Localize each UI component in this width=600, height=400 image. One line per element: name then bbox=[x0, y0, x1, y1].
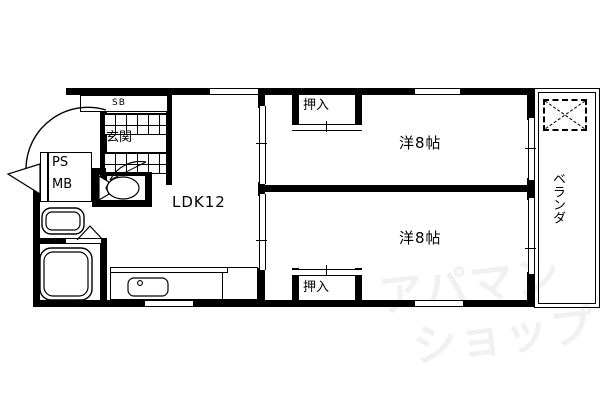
closet-upper-sliding-door[interactable] bbox=[292, 124, 362, 131]
exterior-wall-left-lower bbox=[33, 178, 40, 307]
window-top-left bbox=[210, 89, 258, 94]
washing-machine-pan-icon bbox=[41, 207, 85, 235]
partition-wall-vertical-top bbox=[258, 88, 265, 108]
closet-upper-label: 押入 bbox=[303, 98, 330, 113]
sliding-door-balcony-upper[interactable] bbox=[528, 118, 535, 180]
mb-label: MB bbox=[52, 177, 73, 192]
balcony-inner-outline bbox=[538, 92, 596, 304]
exterior-wall-top bbox=[66, 88, 534, 95]
balcony-equipment-box bbox=[543, 99, 587, 131]
sliding-door-balcony-upper-tick bbox=[525, 148, 536, 149]
entrance-label: 玄関 bbox=[106, 130, 133, 145]
kitchen-sink-icon bbox=[127, 277, 169, 297]
closet-lower-wall-right bbox=[355, 268, 362, 307]
sliding-door-ldk-upper-room[interactable] bbox=[259, 106, 266, 184]
meter-arrow-icon bbox=[6, 163, 41, 196]
toilet-wall-bottom bbox=[92, 200, 152, 207]
ps-mb-box bbox=[48, 152, 92, 202]
closet-upper-wall-right bbox=[355, 88, 362, 128]
closet-lower-wall-left bbox=[292, 268, 299, 307]
exterior-wall-right-bottom bbox=[527, 272, 534, 307]
upper-room-label: 洋8帖 bbox=[399, 134, 442, 152]
bathtub-fixture-icon bbox=[39, 247, 93, 301]
kitchen-counter-backsplash bbox=[110, 267, 228, 273]
balcony-label: ベランダ bbox=[550, 172, 565, 224]
entrance-wall-right bbox=[166, 95, 172, 185]
toilet-wall-left bbox=[92, 175, 99, 207]
toilet-door-swing-icon[interactable] bbox=[106, 160, 152, 182]
closet-lower-label: 押入 bbox=[303, 280, 330, 295]
shoe-box bbox=[80, 95, 168, 112]
window-bottom-right bbox=[415, 301, 463, 306]
bathroom-door-swing-icon bbox=[76, 225, 104, 241]
window-bottom-left bbox=[145, 301, 193, 306]
wall-between-rooms bbox=[258, 185, 534, 192]
bathroom-wall-right bbox=[100, 238, 107, 307]
sliding-door-ldk-lower-room[interactable] bbox=[259, 194, 266, 270]
balcony-equipment-cross-icon bbox=[544, 100, 586, 130]
ps-label: PS bbox=[52, 155, 69, 170]
ldk-label: LDK12 bbox=[172, 193, 226, 211]
sliding-door-balcony-lower[interactable] bbox=[528, 198, 535, 274]
exterior-wall-bottom bbox=[33, 300, 534, 307]
sliding-door-ldk-upper-tick bbox=[256, 143, 267, 144]
bathroom-door[interactable] bbox=[66, 239, 101, 243]
entrance-wall-left bbox=[100, 88, 107, 185]
shoe-box-label: SB bbox=[112, 98, 126, 108]
entrance-door-swing-icon[interactable] bbox=[20, 106, 110, 170]
sliding-door-ldk-lower-tick bbox=[256, 240, 267, 241]
toilet-wall-right bbox=[145, 175, 152, 207]
entrance-tile-hatch-top bbox=[103, 113, 167, 135]
partition-wall-vertical-bottom bbox=[258, 268, 265, 307]
lower-room-label: 洋8帖 bbox=[399, 229, 442, 247]
toilet-fixture-icon bbox=[98, 174, 140, 202]
toilet-door-threshold bbox=[106, 172, 152, 176]
closet-upper-door-tick bbox=[326, 121, 327, 132]
closet-lower-door-tick bbox=[326, 265, 327, 276]
sliding-door-balcony-lower-tick bbox=[525, 248, 536, 249]
window-top-right bbox=[415, 89, 460, 94]
closet-upper-wall-left bbox=[292, 88, 299, 128]
kitchen-counter-divider bbox=[222, 273, 223, 300]
exterior-wall-right-top bbox=[527, 88, 534, 120]
closet-lower-sliding-door[interactable] bbox=[292, 269, 362, 276]
